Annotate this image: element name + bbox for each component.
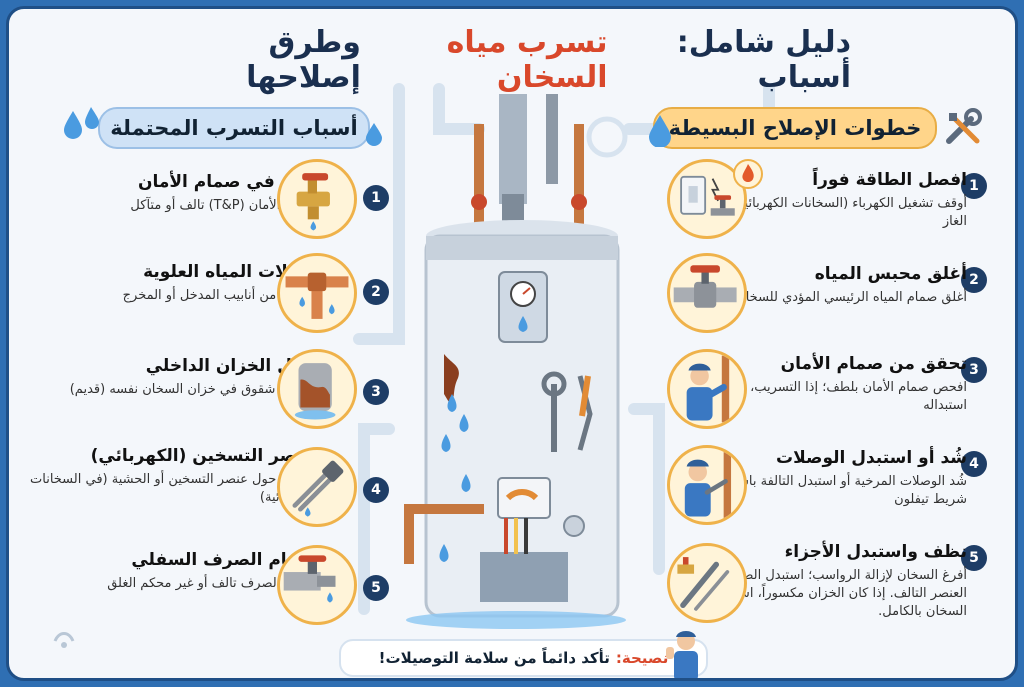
infographic-frame: دليل شامل: أسباب تسرب مياه السخان وطرق إ…	[6, 6, 1018, 681]
pipe-joint-icon	[277, 253, 357, 333]
step-desc: شُد الوصلات المرخية أو استبدل التالفة با…	[707, 474, 967, 507]
cause-number: 4	[363, 477, 389, 503]
cause-desc: صمام الصرف تالف أو غير محكم الغلق	[107, 576, 315, 591]
step-number: 2	[961, 267, 987, 293]
step-title: افصل الطاقة فوراً	[812, 170, 967, 190]
step-title: أغلق محبس المياه	[814, 264, 967, 284]
cause-title: خلل في صمام الأمان	[137, 172, 315, 192]
page-title: دليل شامل: أسباب تسرب مياه السخان وطرق إ…	[179, 25, 851, 95]
drain-valve-icon	[277, 545, 357, 625]
cause-item-3: تآكل الخزان الداخلي صدأ أو شقوق في خزان …	[15, 355, 315, 399]
step-desc: افحص صمام الأمان بلطف؛ إذا التسريب، يجب …	[721, 380, 967, 413]
steps-heading-text: خطوات الإصلاح البسيطة	[668, 116, 922, 140]
title-highlight: تسرب مياه السخان	[446, 25, 608, 95]
step-title: تحقق من صمام الأمان	[780, 354, 967, 374]
cause-item-1: خلل في صمام الأمان صمام الأمان (T&P) تال…	[15, 171, 315, 215]
step-item-3: تحقق من صمام الأمان افحص صمام الأمان بلط…	[692, 353, 967, 415]
water-valve-icon	[667, 253, 747, 333]
step-number: 4	[961, 451, 987, 477]
cause-desc: صمام الأمان (T&P) تالف أو متآكل	[130, 198, 315, 213]
title-prefix: دليل شامل: أسباب	[676, 25, 851, 95]
cause-item-5: صمام الصرف السفلي صمام الصرف تالف أو غير…	[15, 549, 315, 593]
cause-title: عنصر التسخين (الكهربائي)	[90, 446, 315, 466]
water-drops-icon	[64, 107, 99, 139]
cause-number: 2	[363, 279, 389, 305]
cause-number: 1	[363, 185, 389, 211]
cause-item-2: وصلات المياه العلوية تسرب من أنابيب المد…	[15, 261, 315, 305]
step-title: شُد أو استبدل الوصلات	[776, 448, 967, 468]
step-title: نظف واستبدل الأجزاء	[784, 542, 967, 562]
step-item-5: نظف واستبدل الأجزاء أفرغ السخان لإزالة ا…	[692, 541, 967, 621]
cause-title: تآكل الخزان الداخلي	[145, 356, 315, 376]
gas-flame-icon	[733, 159, 763, 189]
power-switch-icon	[667, 159, 747, 239]
water-drop-icon	[649, 115, 671, 147]
title-suffix: وطرق إصلاحها	[246, 25, 361, 95]
safety-valve-icon	[277, 159, 357, 239]
cause-desc: تسرب من أنابيب المدخل أو المخرج	[122, 288, 315, 303]
brand-logo-icon	[53, 632, 75, 648]
cause-number: 5	[363, 575, 389, 601]
tip-label: نصيحة:	[615, 649, 669, 667]
tip-banner: نصيحة: تأكد دائماً من سلامة التوصيلات!	[339, 639, 708, 677]
cause-number: 3	[363, 379, 389, 405]
tools-icon	[946, 108, 982, 144]
steps-heading: خطوات الإصلاح البسيطة	[653, 107, 937, 149]
cause-item-4: عنصر التسخين (الكهربائي) تسرب حول عنصر ا…	[15, 445, 315, 507]
rusty-tank-icon	[277, 349, 357, 429]
step-number: 5	[961, 545, 987, 571]
cause-desc: صدأ أو شقوق في خزان السخان نفسه (قديم)	[69, 382, 315, 397]
causes-heading-text: أسباب التسرب المحتملة	[110, 116, 358, 140]
causes-heading: أسباب التسرب المحتملة	[98, 107, 370, 149]
technician-icon	[667, 349, 747, 429]
step-item-1: افصل الطاقة فوراً أوقف تشغيل الكهرباء (ا…	[692, 169, 967, 231]
step-item-2: أغلق محبس المياه أغلق صمام المياه الرئيس…	[692, 263, 967, 307]
step-desc: أفرغ السخان لإزالة الرواسب؛ استبدل الصما…	[708, 568, 967, 619]
step-item-4: شُد أو استبدل الوصلات شُد الوصلات المرخي…	[692, 447, 967, 509]
cause-desc: تسرب حول عنصر التسخين أو الحشية (في السخ…	[30, 472, 315, 505]
spare-parts-icon	[667, 543, 747, 623]
step-number: 3	[961, 357, 987, 383]
heating-element-icon	[277, 447, 357, 527]
water-drop-icon	[366, 123, 382, 146]
step-number: 1	[961, 173, 987, 199]
step-desc: أوقف تشغيل الكهرباء (السخانات الكهربائية…	[718, 196, 967, 229]
water-heater-illustration	[404, 94, 626, 629]
technician-thumbs-up-icon	[666, 631, 698, 678]
tip-text: تأكد دائماً من سلامة التوصيلات!	[378, 649, 610, 667]
technician-wrench-icon	[667, 445, 747, 525]
step-desc: أغلق صمام المياه الرئيسي المؤدي للسخان	[736, 290, 967, 305]
cause-title: صمام الصرف السفلي	[131, 550, 315, 570]
cause-title: وصلات المياه العلوية	[143, 262, 315, 282]
